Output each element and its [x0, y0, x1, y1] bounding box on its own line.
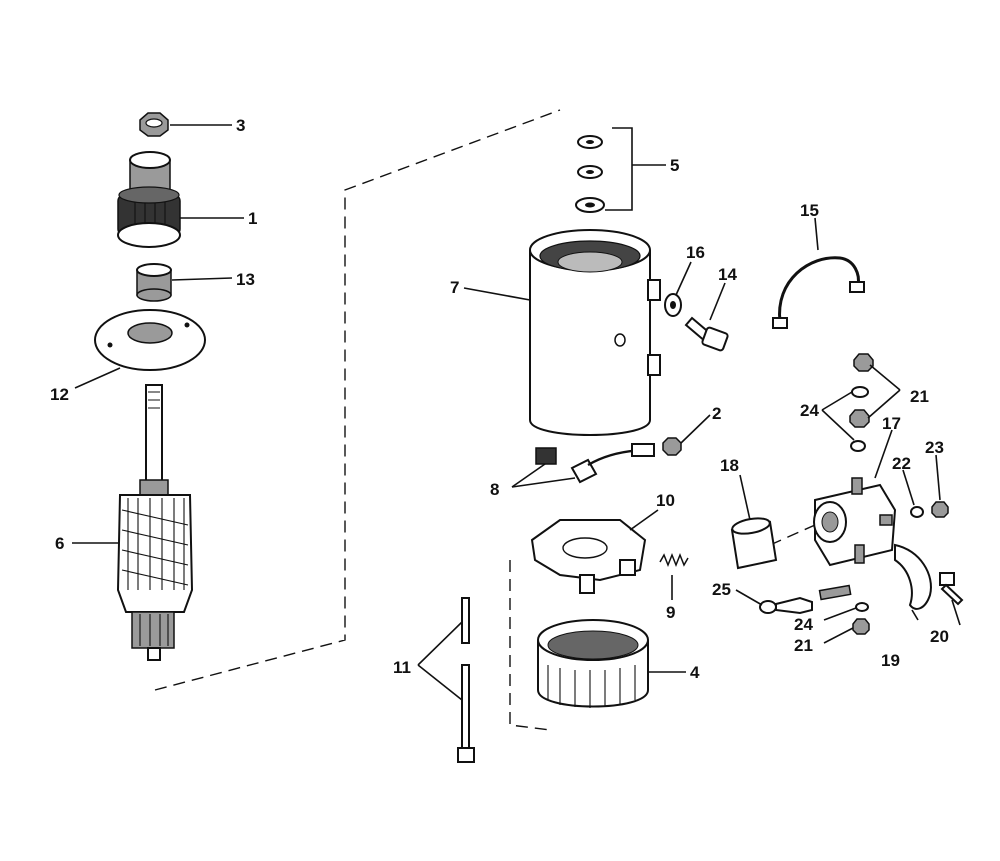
part-7-field-frame	[529, 229, 661, 436]
callout-13: 13	[236, 270, 255, 289]
callout-21-lower: 21	[794, 636, 813, 655]
callout-6: 6	[55, 534, 64, 553]
part-22-washer	[910, 506, 924, 518]
callout-21-upper: 21	[910, 387, 929, 406]
callout-17: 17	[882, 414, 901, 433]
assembly-line-main	[154, 109, 561, 691]
part-12-plate	[94, 309, 206, 371]
callout-7: 7	[450, 278, 459, 297]
part-13-spacer	[136, 263, 172, 302]
part-14-bolt	[684, 316, 729, 352]
part-6-armature	[116, 384, 194, 661]
part-16-washer	[664, 293, 682, 317]
part-23-nut	[931, 501, 949, 518]
part-21-nut-lower	[852, 618, 870, 635]
part-24-washer-lower	[855, 602, 869, 612]
callout-1: 1	[248, 209, 257, 228]
callout-18: 18	[720, 456, 739, 475]
callout-4: 4	[690, 663, 700, 682]
part-21-nut-upper-2	[849, 409, 870, 428]
callout-25: 25	[712, 580, 731, 599]
callout-23: 23	[925, 438, 944, 457]
callout-15: 15	[800, 201, 819, 220]
part-1-drive-pinion	[117, 151, 181, 248]
part-2-nut	[662, 437, 682, 456]
part-25-terminal	[759, 584, 852, 615]
callout-10: 10	[656, 491, 675, 510]
callout-24-upper: 24	[800, 401, 819, 420]
callout-2: 2	[712, 404, 721, 423]
callout-24-lower: 24	[794, 615, 813, 634]
part-11-through-bolts	[457, 597, 475, 763]
part-20-bolt	[939, 572, 964, 606]
part-17-solenoid	[813, 477, 897, 567]
part-19-bracket	[894, 543, 932, 610]
part-4-end-frame	[537, 619, 649, 708]
part-9-spring	[659, 552, 689, 568]
callout-20: 20	[930, 627, 949, 646]
part-10-brush-plate	[530, 519, 647, 594]
part-8-brushes	[535, 443, 655, 484]
part-21-nut-upper-1	[853, 353, 874, 372]
callout-3: 3	[236, 116, 245, 135]
callout-14: 14	[718, 265, 737, 284]
callout-19: 19	[881, 651, 900, 670]
callout-8: 8	[490, 480, 499, 499]
callout-12: 12	[50, 385, 69, 404]
part-24-washer-upper	[851, 386, 869, 398]
callout-5: 5	[670, 156, 679, 175]
part-18-boot	[730, 517, 778, 570]
assembly-line-end-frame	[509, 560, 551, 731]
callout-11: 11	[393, 658, 411, 677]
leader-lines	[72, 124, 961, 701]
part-24-washer-upper-2	[850, 440, 866, 452]
callout-22: 22	[892, 454, 911, 473]
part-3-nut	[139, 112, 169, 137]
callout-9: 9	[666, 603, 675, 622]
part-5-washers	[575, 135, 605, 213]
assembly-line-solenoid	[769, 524, 816, 546]
part-15-lead-wire	[772, 256, 865, 329]
callout-16: 16	[686, 243, 705, 262]
